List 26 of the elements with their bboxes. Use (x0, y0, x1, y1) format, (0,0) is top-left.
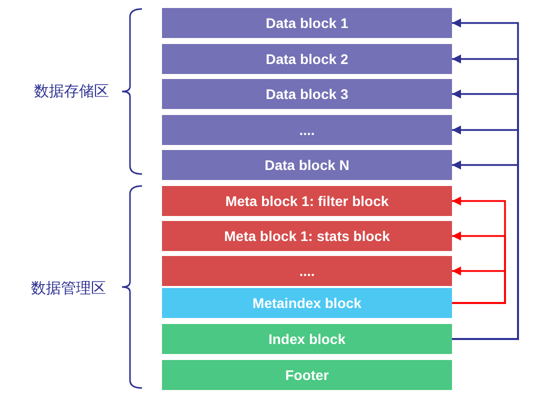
block-box (162, 324, 452, 354)
block-label: Data block N (264, 157, 350, 173)
arrow (452, 160, 519, 340)
block-label: Footer (285, 367, 329, 383)
block-box (162, 256, 452, 286)
block-box (162, 150, 452, 180)
block-box (162, 115, 452, 145)
block-box (162, 79, 452, 109)
block-box (162, 221, 452, 251)
block-label: Index block (268, 331, 346, 347)
block-label: Data block 2 (266, 51, 348, 67)
block-label: Data block 1 (266, 15, 348, 31)
block-label: Metaindex block (252, 295, 362, 311)
section-label: 数据管理区 (31, 279, 106, 298)
block-label: .... (299, 122, 315, 138)
block-box (162, 186, 452, 216)
block-label: Meta block 1: filter block (225, 193, 389, 209)
block-label: Data block 3 (266, 86, 348, 102)
block-box (162, 360, 452, 390)
block-box (162, 288, 452, 318)
block-label: Meta block 1: stats block (224, 228, 390, 244)
section-label: 数据存储区 (34, 82, 109, 101)
arrow (452, 266, 506, 304)
block-box (162, 44, 452, 74)
block-label: .... (299, 263, 315, 279)
block-box (162, 8, 452, 38)
